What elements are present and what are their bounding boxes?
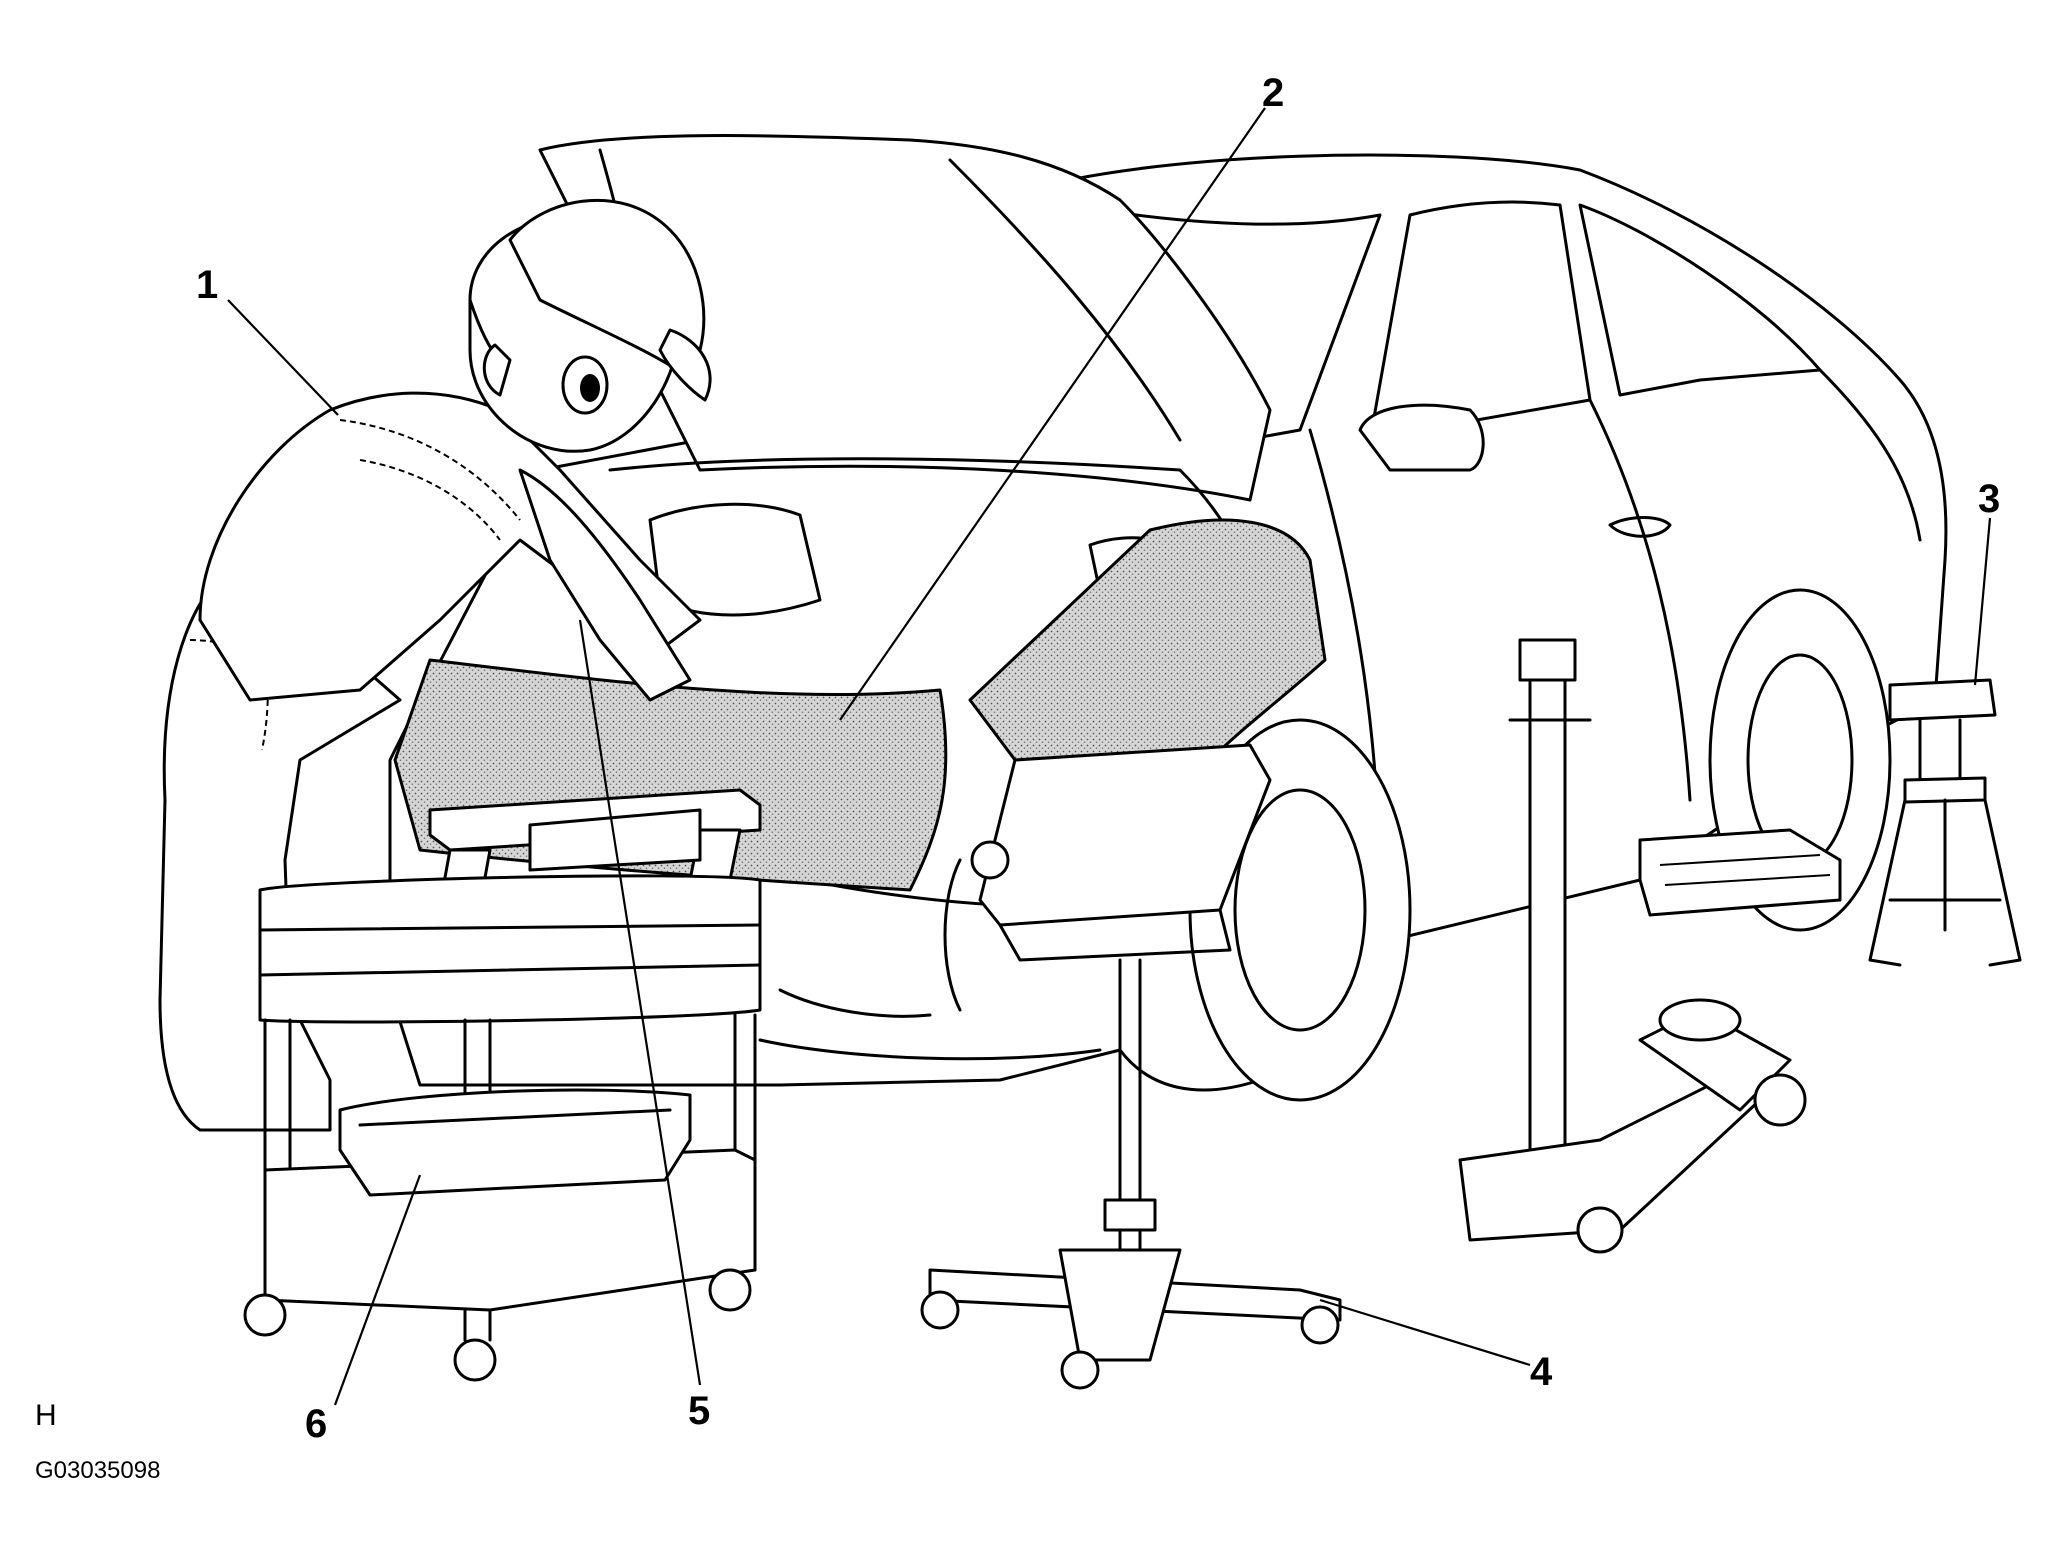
figure-code: G03035098 bbox=[35, 1457, 160, 1484]
tool-cart bbox=[243, 788, 762, 1382]
callout-labels: 1 2 3 4 5 6 bbox=[196, 71, 2000, 1446]
callout-6: 6 bbox=[305, 1402, 327, 1446]
cart-casters bbox=[243, 1268, 752, 1382]
corner-letter: H bbox=[35, 1399, 57, 1432]
leader-lines bbox=[227, 107, 1992, 1406]
callout-2: 2 bbox=[1262, 71, 1284, 115]
callout-1: 1 bbox=[196, 263, 218, 307]
lamp-stand bbox=[920, 743, 1342, 1390]
callout-5: 5 bbox=[688, 1389, 710, 1433]
floor-jack bbox=[1458, 638, 1807, 1254]
mechanic bbox=[158, 198, 712, 1132]
callout-4: 4 bbox=[1530, 1350, 1553, 1394]
callout-3: 3 bbox=[1978, 477, 2000, 521]
jack-stand bbox=[1868, 678, 2022, 967]
